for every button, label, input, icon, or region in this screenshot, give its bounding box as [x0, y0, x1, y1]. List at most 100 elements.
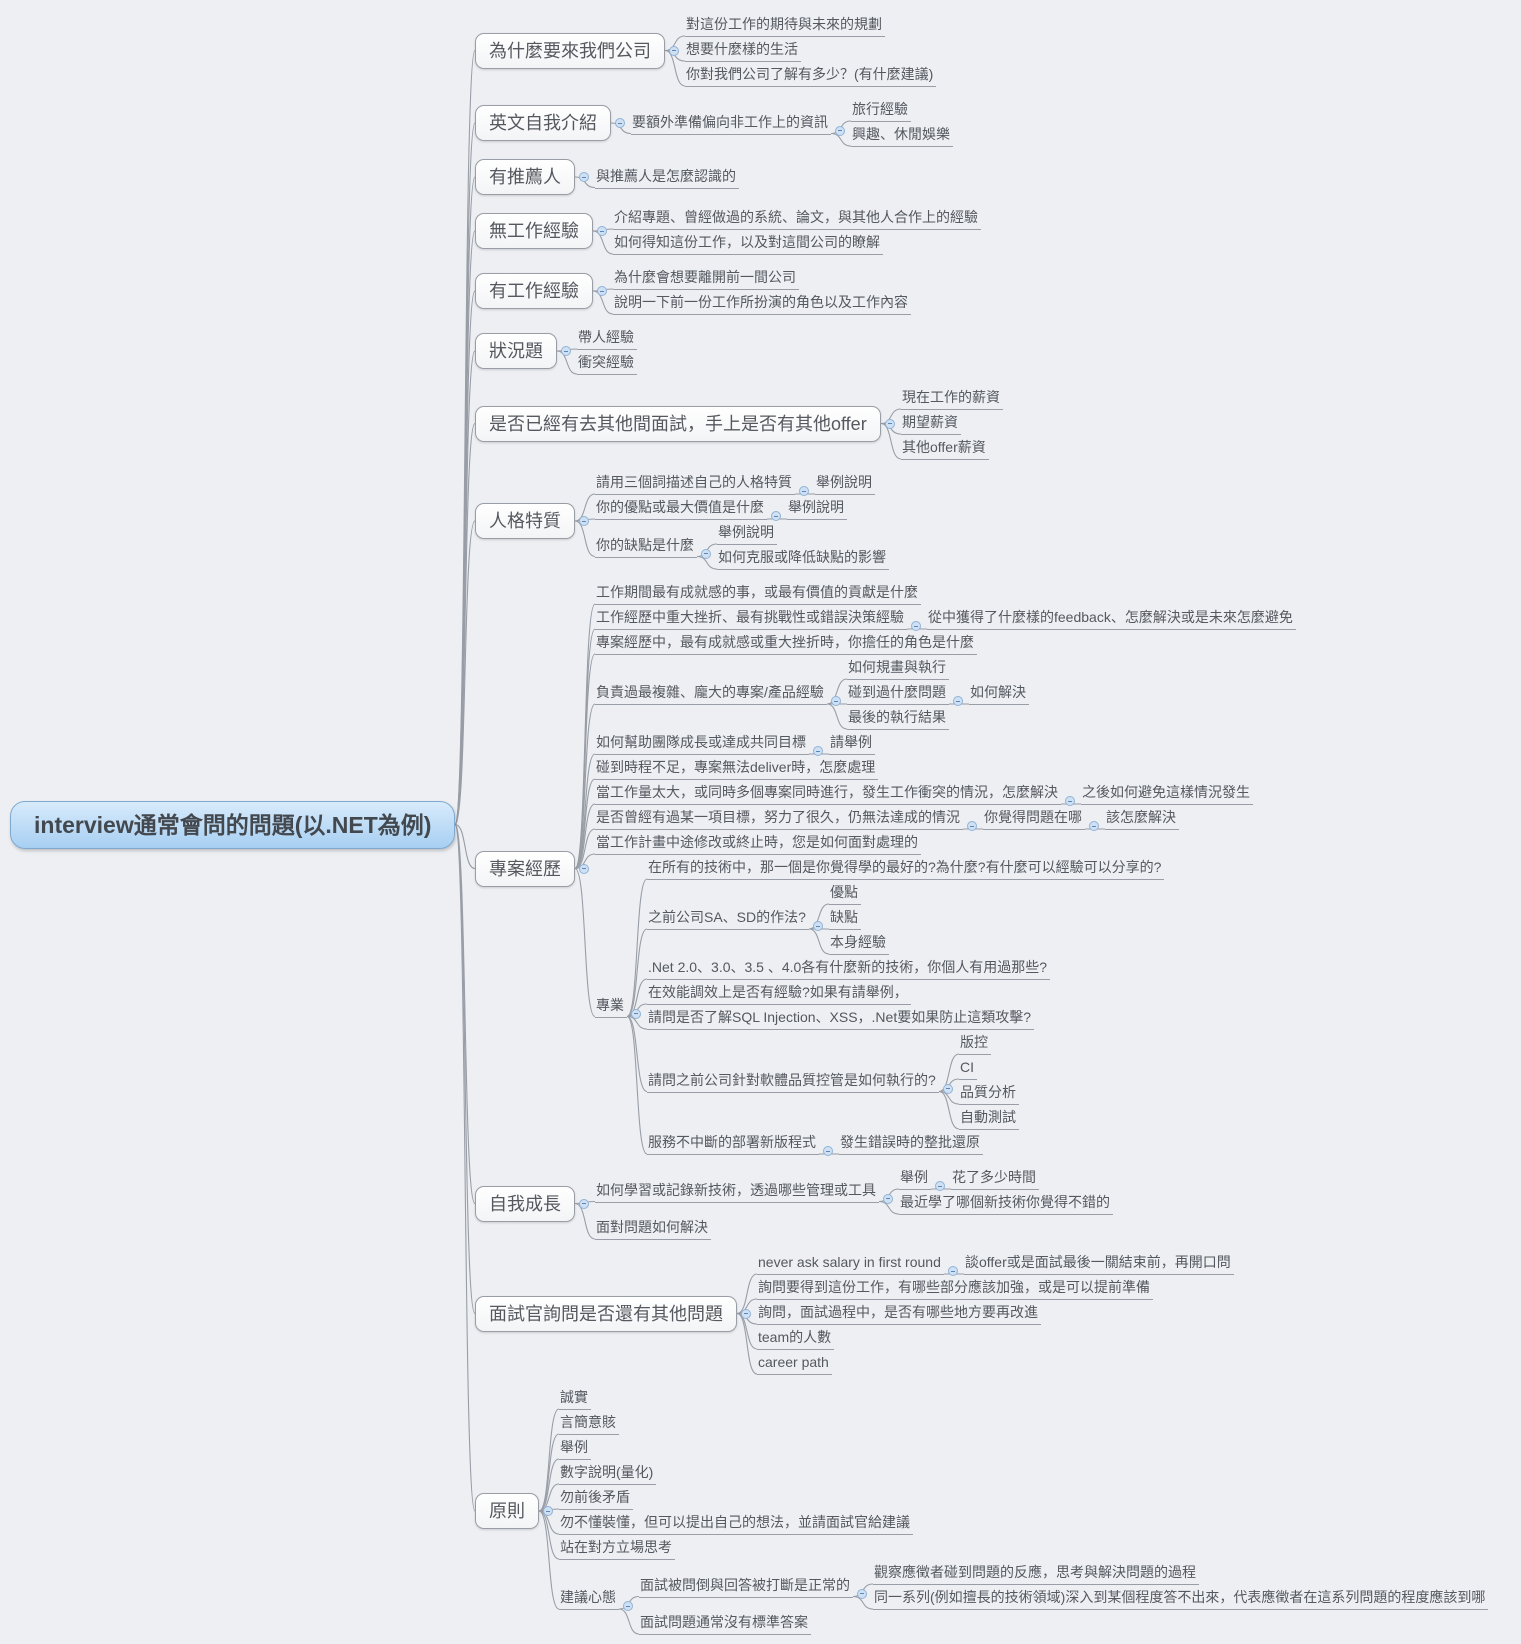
- collapse-icon[interactable]: [597, 286, 607, 296]
- subtopic[interactable]: 當工作計畫中途修改或終止時，您是如何面對處理的: [595, 832, 921, 855]
- subtopic[interactable]: 建議心態: [559, 1587, 619, 1610]
- subtopic[interactable]: 為什麼會想要離開前一間公司: [613, 267, 799, 290]
- subtopic[interactable]: 數字說明(量化): [559, 1462, 657, 1485]
- subtopic[interactable]: 勿前後矛盾: [559, 1487, 633, 1510]
- subtopic[interactable]: 對這份工作的期待與未來的規劃: [685, 14, 885, 37]
- subtopic[interactable]: 本身經驗: [829, 932, 889, 955]
- subtopic[interactable]: 如何解決: [969, 682, 1029, 705]
- subtopic[interactable]: 之後如何避免這樣情況發生: [1081, 782, 1253, 805]
- main-topic[interactable]: 人格特質: [475, 503, 575, 539]
- subtopic[interactable]: 碰到時程不足，專案無法deliver時，怎麼處理: [595, 757, 879, 780]
- main-topic[interactable]: 自我成長: [475, 1185, 575, 1222]
- collapse-icon[interactable]: [799, 486, 809, 496]
- subtopic[interactable]: 舉例: [899, 1167, 931, 1190]
- subtopic[interactable]: 詢問要得到這份工作，有哪些部分應該加強，或是可以提前準備: [757, 1277, 1153, 1300]
- subtopic[interactable]: 你覺得問題在哪: [983, 807, 1085, 830]
- main-topic[interactable]: 狀況題: [475, 333, 557, 369]
- subtopic[interactable]: 專業: [595, 995, 627, 1018]
- collapse-icon[interactable]: [813, 746, 823, 756]
- subtopic[interactable]: 負責過最複雜、龐大的專案/產品經驗: [595, 682, 827, 705]
- subtopic[interactable]: 品質分析: [959, 1082, 1019, 1105]
- collapse-icon[interactable]: [813, 921, 823, 931]
- collapse-icon[interactable]: [543, 1506, 553, 1516]
- subtopic[interactable]: 旅行經驗: [851, 99, 911, 122]
- collapse-icon[interactable]: [953, 696, 963, 706]
- subtopic[interactable]: 與推薦人是怎麼認識的: [595, 166, 739, 189]
- subtopic[interactable]: 誠實: [559, 1387, 591, 1410]
- subtopic[interactable]: 請用三個詞描述自己的人格特質: [595, 472, 795, 495]
- subtopic[interactable]: 自動測試: [959, 1107, 1019, 1130]
- subtopic[interactable]: career path: [757, 1352, 832, 1375]
- subtopic[interactable]: 如何幫助團隊成長或達成共同目標: [595, 732, 809, 755]
- collapse-icon[interactable]: [1065, 796, 1075, 806]
- subtopic[interactable]: .Net 2.0、3.0、3.5 、4.0各有什麼新的技術，你個人有用過那些?: [647, 957, 1051, 980]
- subtopic[interactable]: 如何克服或降低缺點的影響: [717, 547, 889, 570]
- subtopic[interactable]: 如何學習或記錄新技術，透過哪些管理或工具: [595, 1180, 879, 1203]
- collapse-icon[interactable]: [823, 1146, 833, 1156]
- main-topic[interactable]: 無工作經驗: [475, 213, 593, 249]
- main-topic[interactable]: 為什麼要來我們公司: [475, 32, 665, 69]
- subtopic[interactable]: 之前公司SA、SD的作法?: [647, 907, 809, 930]
- subtopic[interactable]: 舉例說明: [717, 522, 777, 545]
- main-topic[interactable]: 英文自我介紹: [475, 105, 611, 141]
- subtopic[interactable]: 碰到過什麼問題: [847, 682, 949, 705]
- subtopic[interactable]: 帶人經驗: [577, 327, 637, 350]
- collapse-icon[interactable]: [631, 1008, 641, 1019]
- subtopic[interactable]: 面試問題通常沒有標準答案: [639, 1612, 811, 1635]
- subtopic[interactable]: 其他offer薪資: [901, 437, 989, 460]
- subtopic[interactable]: 如何規畫與執行: [847, 657, 949, 680]
- subtopic[interactable]: 在效能調效上是否有經驗?如果有請舉例，: [647, 982, 911, 1005]
- main-topic[interactable]: 專案經歷: [475, 850, 575, 887]
- collapse-icon[interactable]: [615, 118, 625, 128]
- subtopic[interactable]: 最近學了哪個新技術你覺得不錯的: [899, 1192, 1113, 1215]
- collapse-icon[interactable]: [1089, 821, 1099, 831]
- collapse-icon[interactable]: [831, 696, 841, 706]
- subtopic[interactable]: 興趣、休閒娛樂: [851, 124, 953, 147]
- subtopic[interactable]: 你的優點或最大價值是什麼: [595, 497, 767, 520]
- main-topic[interactable]: 面試官詢問是否還有其他問題: [475, 1295, 737, 1332]
- subtopic[interactable]: 詢問，面試過程中，是否有哪些地方要再改進: [757, 1302, 1041, 1325]
- subtopic[interactable]: 最後的執行結果: [847, 707, 949, 730]
- subtopic[interactable]: 當工作量太大，或同時多個專案同時進行，發生工作衝突的情況，怎麼解決: [595, 782, 1061, 805]
- collapse-icon[interactable]: [883, 1193, 893, 1204]
- collapse-icon[interactable]: [597, 226, 607, 236]
- subtopic[interactable]: 舉例說明: [787, 497, 847, 520]
- subtopic[interactable]: CI: [959, 1057, 977, 1080]
- main-topic[interactable]: 有工作經驗: [475, 273, 593, 309]
- subtopic[interactable]: 是否曾經有過某一項目標，努力了很久，仍無法達成的情況: [595, 807, 963, 830]
- collapse-icon[interactable]: [943, 1083, 953, 1094]
- collapse-icon[interactable]: [885, 418, 895, 429]
- subtopic[interactable]: 缺點: [829, 907, 861, 930]
- main-topic[interactable]: 原則: [475, 1493, 539, 1529]
- collapse-icon[interactable]: [857, 1588, 867, 1599]
- subtopic[interactable]: 在所有的技術中，那一個是你覺得學的最好的?為什麼?有什麼可以經驗可以分享的?: [647, 857, 1165, 880]
- subtopic[interactable]: 請問是否了解SQL Injection、XSS，.Net要如果防止這類攻擊?: [647, 1007, 1035, 1030]
- subtopic[interactable]: 站在對方立場思考: [559, 1537, 675, 1560]
- collapse-icon[interactable]: [579, 172, 589, 182]
- subtopic[interactable]: team的人數: [757, 1327, 835, 1350]
- collapse-icon[interactable]: [561, 346, 571, 356]
- subtopic[interactable]: 版控: [959, 1032, 991, 1055]
- subtopic[interactable]: 面對問題如何解決: [595, 1217, 711, 1240]
- collapse-icon[interactable]: [935, 1181, 945, 1191]
- subtopic[interactable]: 你的缺點是什麼: [595, 535, 697, 558]
- subtopic[interactable]: 工作期間最有成就感的事，或最有價值的貢獻是什麼: [595, 582, 921, 605]
- subtopic[interactable]: 勿不懂裝懂，但可以提出自己的想法，並請面試官給建議: [559, 1512, 913, 1535]
- subtopic[interactable]: 請舉例: [829, 732, 875, 755]
- collapse-icon[interactable]: [579, 1198, 589, 1209]
- subtopic[interactable]: 想要什麼樣的生活: [685, 39, 801, 62]
- subtopic[interactable]: 面試被問倒與回答被打斷是正常的: [639, 1575, 853, 1598]
- central-topic[interactable]: interview通常會問的問題(以.NET為例): [10, 800, 456, 849]
- subtopic[interactable]: 說明一下前一份工作所扮演的角色以及工作內容: [613, 292, 911, 315]
- subtopic[interactable]: 優點: [829, 882, 861, 905]
- subtopic[interactable]: 觀察應徵者碰到問題的反應，思考與解決問題的過程: [873, 1562, 1199, 1585]
- subtopic[interactable]: 花了多少時間: [951, 1167, 1039, 1190]
- collapse-icon[interactable]: [669, 45, 679, 56]
- collapse-icon[interactable]: [948, 1266, 958, 1276]
- subtopic[interactable]: 服務不中斷的部署新版程式: [647, 1132, 819, 1155]
- collapse-icon[interactable]: [771, 511, 781, 521]
- collapse-icon[interactable]: [579, 863, 589, 874]
- subtopic[interactable]: 發生錯誤時的整批還原: [839, 1132, 983, 1155]
- subtopic[interactable]: 工作經歷中重大挫折、最有挑戰性或錯誤決策經驗: [595, 607, 907, 630]
- subtopic[interactable]: 舉例: [559, 1437, 591, 1460]
